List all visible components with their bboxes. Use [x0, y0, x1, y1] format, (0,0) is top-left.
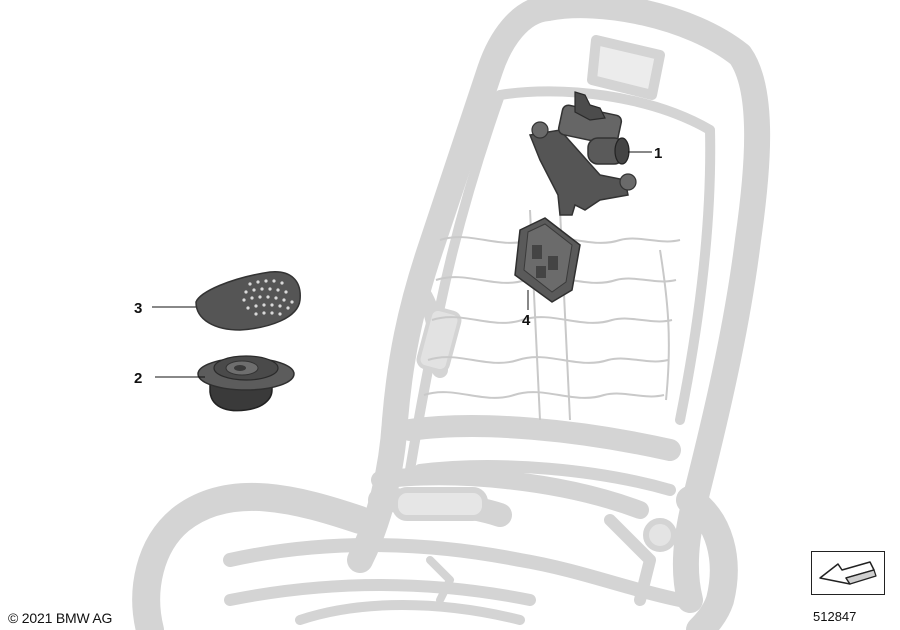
speaker-grille-part [195, 271, 301, 331]
massage-pump-part [528, 91, 637, 216]
seat-cushion-frame [132, 467, 738, 630]
reference-number: 512847 [813, 609, 857, 624]
callout-4-number: 4 [522, 312, 531, 329]
callout-1-number: 1 [654, 145, 662, 162]
diagram-view-arrow-icon [819, 561, 877, 585]
control-unit-part [514, 217, 581, 303]
callout-2-number: 2 [134, 370, 142, 387]
reference-icon-box [811, 551, 885, 595]
loudspeaker-part [197, 355, 295, 412]
callout-3-number: 3 [134, 300, 142, 317]
callout-lines [152, 151, 652, 378]
copyright-notice: © 2021 BMW AG [8, 610, 113, 626]
